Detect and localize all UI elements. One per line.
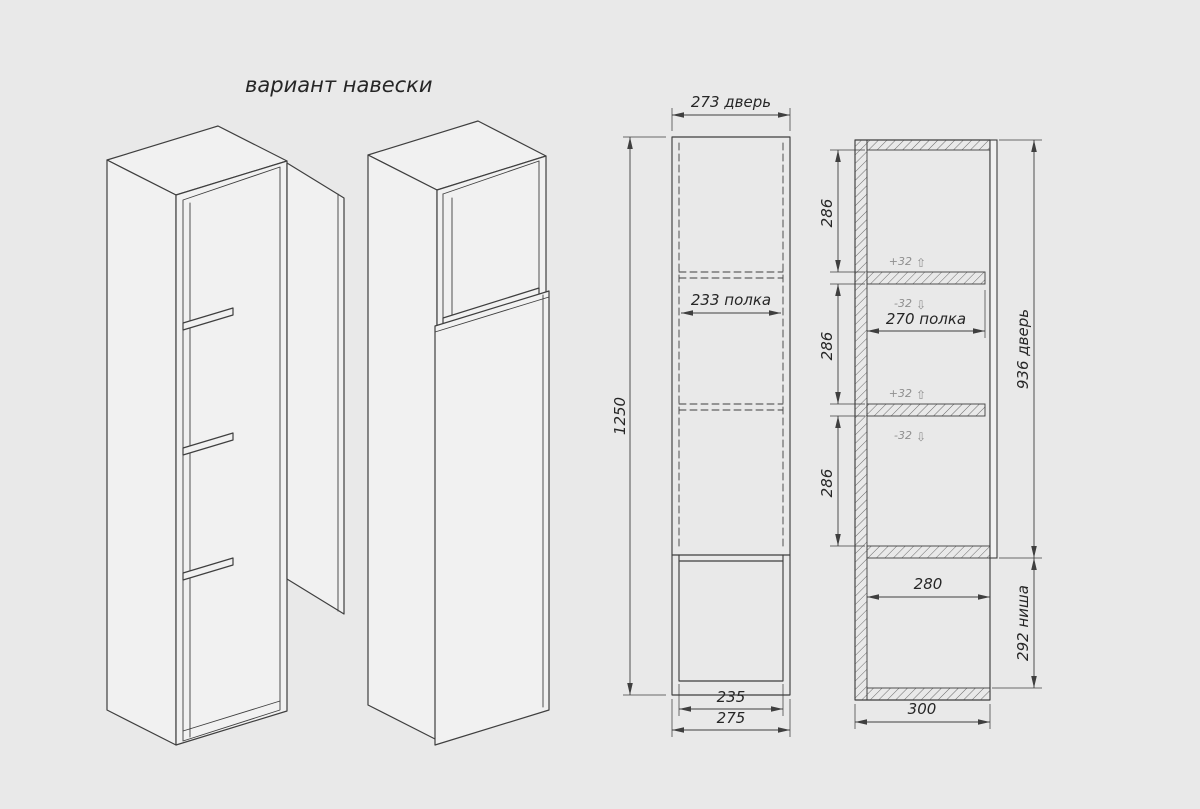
cabinet2-niche-top-edge (442, 160, 540, 195)
shelf-adjust-down-icon: ⇩ (916, 430, 926, 444)
side-carcass-outline (854, 139, 991, 701)
shelf-adjust-up-icon: ⇧ (916, 388, 926, 402)
side-view: 286 286 286 +32 ⇧ -32 ⇩ +32 ⇧ -32 ⇩ 270 … (818, 139, 1042, 729)
dim-shelf-depth: 270 полка (886, 310, 966, 328)
cabinet1-front-opening (175, 160, 288, 746)
shelf-adjust-down-icon: ⇩ (916, 298, 926, 312)
front-hidden-shelf-lines (678, 142, 784, 550)
iso-view-door-closed (367, 120, 550, 746)
dim-total-height: 1250 (611, 397, 629, 435)
dim-depth: 300 (908, 700, 937, 718)
dim-section-1: 286 (818, 199, 836, 228)
dim-door-height: 936 дверь (1014, 309, 1032, 389)
cabinet1-bottom-panel-line (182, 700, 281, 732)
side-back-panel (854, 139, 868, 701)
side-shelf-1 (866, 271, 986, 285)
side-door-profile (989, 139, 998, 559)
dim-section-3: 286 (818, 469, 836, 498)
ext-total-height (623, 136, 666, 696)
shelf2-adjust-up-label: +32 (889, 387, 912, 400)
dim-section-2: 286 (818, 332, 836, 361)
cabinet1-shelf-2 (182, 432, 234, 456)
cabinet2-side-panel (367, 154, 438, 741)
shelf-adjust-up-icon: ⇧ (916, 256, 926, 270)
ext-door-width (671, 108, 791, 131)
ext-depth (854, 704, 991, 729)
cabinet2-closed-door (434, 290, 550, 746)
ext-sections (830, 149, 865, 547)
cabinet1-fixed-shelf (182, 557, 234, 581)
dim-niche-height: 292 ниша (1014, 585, 1032, 661)
dim-inner-width: 235 (717, 688, 746, 706)
cabinet1-shelf-1 (182, 307, 234, 331)
shelf1-adjust-up-label: +32 (889, 255, 912, 268)
dim-outer-width: 275 (717, 709, 746, 727)
dim-niche-depth: 280 (914, 575, 943, 593)
front-niche-outline (671, 554, 791, 696)
dim-shelf-width: 233 полка (691, 291, 771, 309)
side-shelf-2 (866, 403, 986, 417)
shelf2-adjust-down-label: -32 (894, 429, 912, 442)
cabinet1-open-door (286, 162, 345, 615)
cabinet2-door-top-thickness (434, 296, 550, 333)
side-top-panel (866, 139, 991, 151)
dim-door-width: 273 дверь (691, 93, 771, 111)
cabinet1-side-panel (106, 159, 177, 746)
iso-view-door-open (106, 125, 345, 746)
front-view: 273 дверь 1250 233 полка 235 275 (611, 93, 791, 737)
side-niche-top-panel (866, 545, 991, 559)
cabinet1-inner-frame (182, 166, 281, 742)
side-bottom-panel (866, 687, 991, 701)
shelf1-adjust-down-label: -32 (894, 297, 912, 310)
front-door-outline (671, 136, 791, 556)
drawing-title: вариант навески (245, 73, 433, 97)
